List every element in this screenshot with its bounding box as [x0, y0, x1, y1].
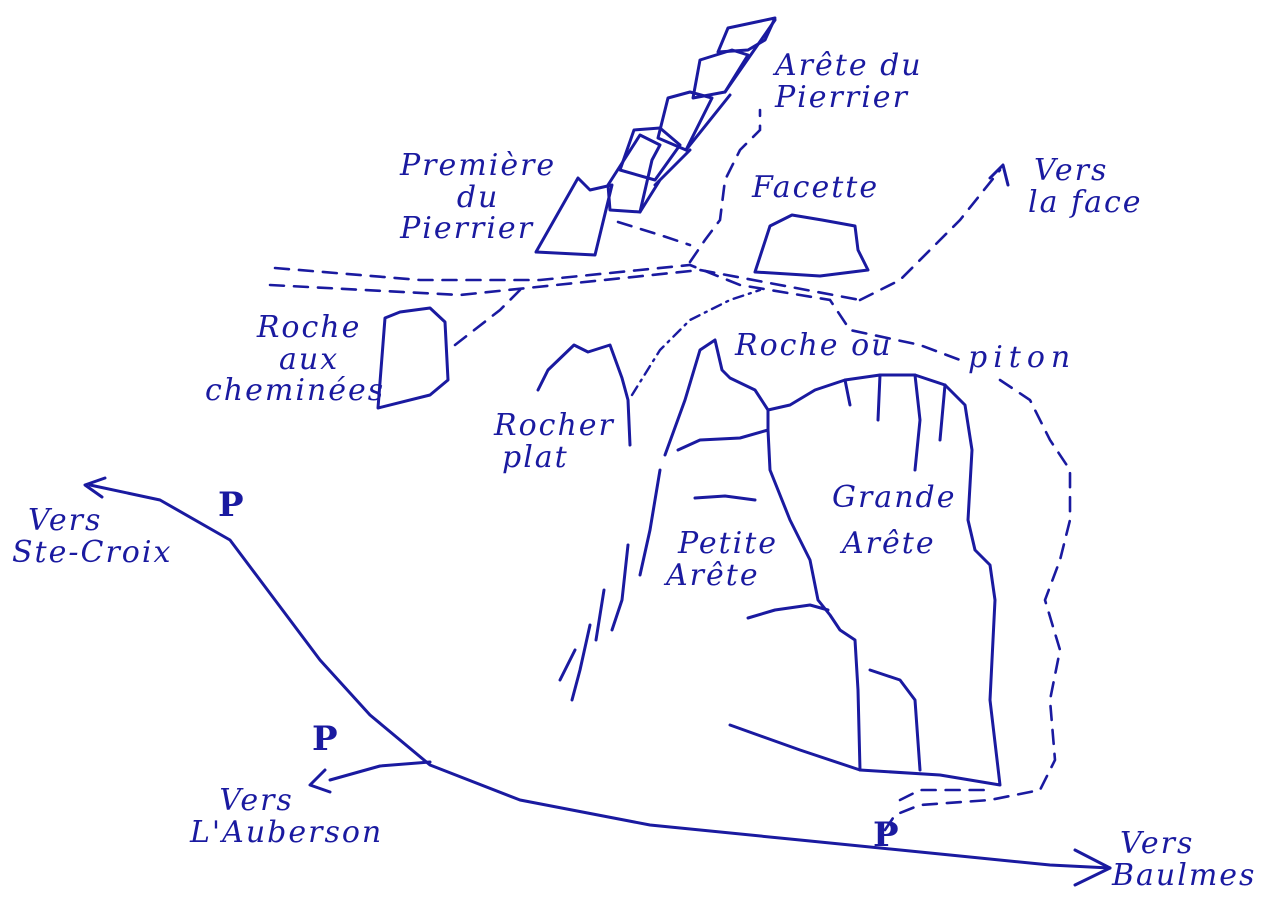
- label-premiere-du-pierrier: Première du Pierrier: [378, 150, 556, 245]
- path-to-pierrier: [688, 108, 762, 264]
- path-lower-horizontal: [268, 268, 862, 302]
- path-upper-horizontal: [273, 263, 962, 362]
- auberson-line-2: L'Auberson: [190, 814, 384, 850]
- parking-icon-3: P: [873, 815, 899, 855]
- road-auberson: [328, 760, 432, 782]
- label-facette: Facette: [752, 172, 879, 204]
- arete-line-1: Arête du: [775, 48, 923, 83]
- arrow-baulmes-icon: [1073, 848, 1112, 887]
- roche-line-1: Roche: [256, 310, 362, 345]
- rocher-plat-line-1: Rocher: [494, 408, 615, 443]
- path-to-face: [858, 168, 1002, 302]
- baulmes-line-1: Vers: [1120, 826, 1195, 861]
- facette-text: Facette: [752, 170, 880, 205]
- arete-line-2: Pierrier: [775, 79, 909, 115]
- rocher-plat-line-2: plat: [502, 439, 569, 475]
- grande-line-1: Grande: [832, 480, 957, 515]
- arrow-face-icon: [988, 163, 1010, 187]
- label-roche-ou-piton-1: Roche ou: [735, 330, 892, 362]
- premiere-line-1: Première: [400, 148, 557, 183]
- label-grande-arete: Grande Arête: [832, 482, 956, 559]
- path-rocher-plat-approach: [630, 288, 762, 397]
- ste-croix-line-1: Vers: [28, 503, 103, 538]
- label-vers-baulmes: Vers Baulmes: [1112, 828, 1256, 891]
- parking-icon-2: P: [312, 719, 338, 759]
- roche-ou-text: Roche ou: [735, 328, 893, 363]
- auberson-line-1: Vers: [219, 783, 294, 818]
- main-crag: [558, 338, 1002, 787]
- rocher-plat-rock: [536, 343, 632, 447]
- roche-line-2: aux: [279, 341, 340, 377]
- label-vers-auberson: Vers L'Auberson: [190, 785, 383, 848]
- label-arete-du-pierrier: Arête du Pierrier: [775, 50, 923, 113]
- petite-line-1: Petite: [678, 526, 779, 561]
- baulmes-line-2: Baulmes: [1112, 857, 1257, 893]
- vers-face-line-1: Vers: [1034, 153, 1109, 188]
- parking-icon-1: P: [218, 485, 244, 525]
- vers-face-line-2: la face: [1028, 184, 1143, 220]
- roche-line-3: cheminées: [205, 373, 386, 408]
- path-east-descent: [883, 378, 1072, 832]
- road-main: [88, 483, 1112, 870]
- path-to-premiere: [616, 220, 692, 247]
- facette-rock: [753, 213, 870, 278]
- path-to-roche-cheminees: [453, 288, 522, 347]
- premiere-line-2: du: [456, 179, 500, 215]
- premiere-line-3: Pierrier: [400, 211, 535, 246]
- label-vers-ste-croix: Vers Ste-Croix: [12, 505, 172, 568]
- petite-line-2: Arête: [666, 557, 760, 593]
- label-rocher-plat: Rocher plat: [494, 410, 615, 473]
- arrow-ste-croix-icon: [83, 476, 107, 499]
- path-east-descent-2: [898, 788, 992, 802]
- label-roche-ou-piton-2: piton: [968, 342, 1076, 374]
- roche-aux-cheminees-rock: [376, 306, 450, 410]
- grande-line-2: Arête: [842, 525, 936, 561]
- arrow-auberson-icon: [308, 768, 332, 794]
- ste-croix-line-2: Ste-Croix: [12, 534, 173, 570]
- label-petite-arete: Petite Arête: [666, 528, 778, 591]
- label-vers-la-face: Vers la face: [1028, 155, 1143, 218]
- label-roche-aux-cheminees: Roche aux cheminées: [205, 312, 385, 407]
- arete-du-pierrier-rock: [534, 16, 777, 257]
- piton-text: piton: [968, 340, 1077, 375]
